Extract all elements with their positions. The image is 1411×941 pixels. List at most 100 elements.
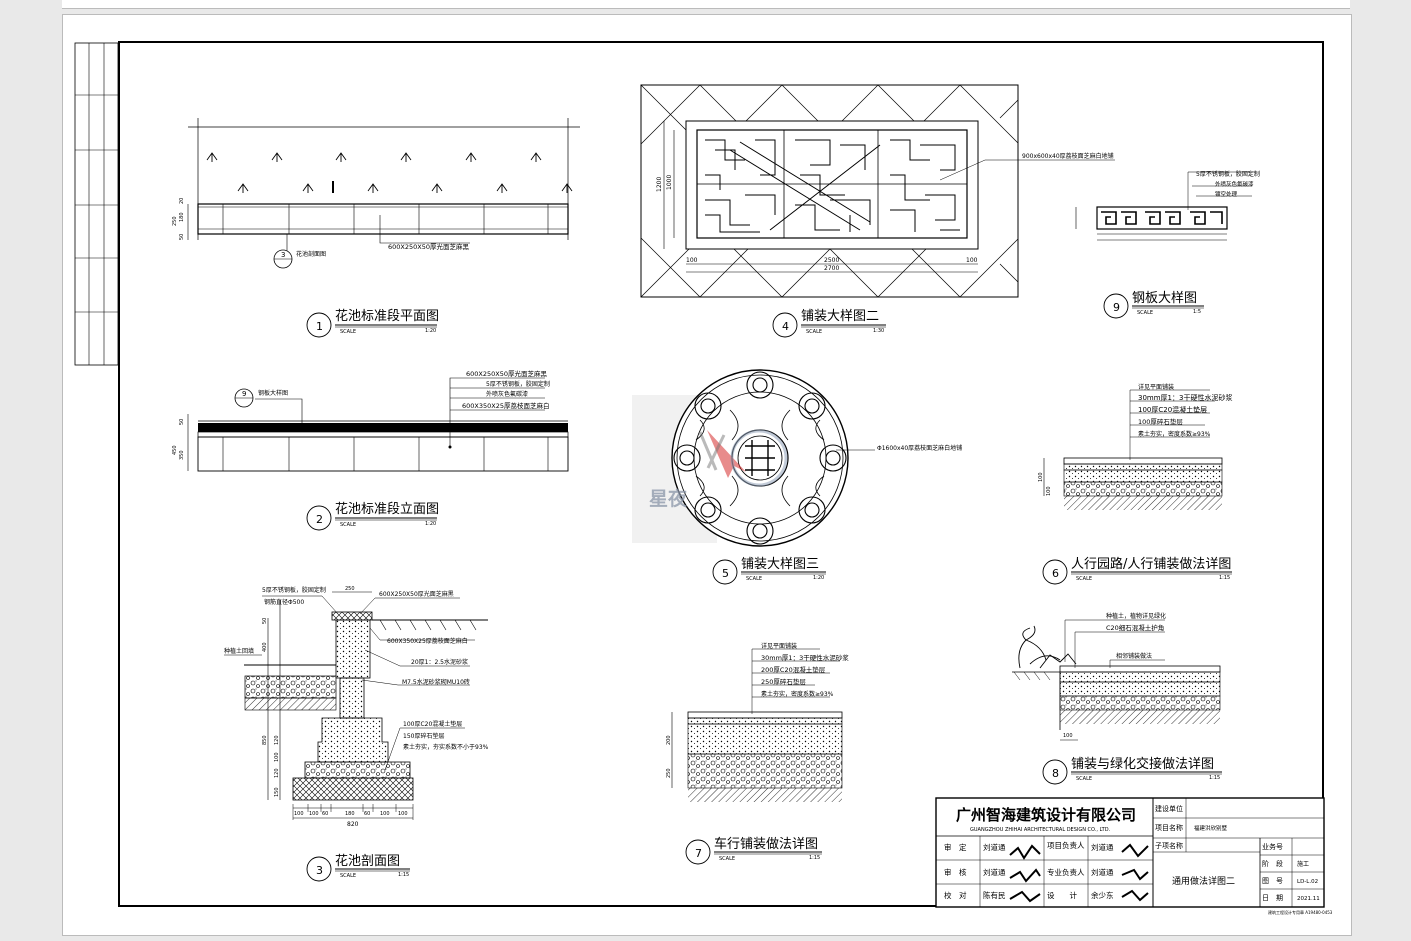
d6-dim-0: 100	[1038, 472, 1044, 482]
d1-dim-0: 250	[172, 216, 178, 226]
d9-callout-1: 外喷灰色氟碳漆	[1215, 180, 1254, 188]
d6-scale-word: SCALE	[1076, 576, 1092, 582]
drawing-5-title: 5 铺装大样图三 SCALE 1:20	[712, 557, 826, 585]
tb-row0-k1: 审 定	[944, 842, 967, 852]
d3-callout-1: 钢筋直径Φ500	[264, 598, 304, 606]
d1-ref: 3	[281, 251, 285, 259]
d3-dim-bottom-3: 180	[345, 811, 355, 817]
d8-dim-0: 100	[1063, 733, 1073, 739]
d9-title: 钢板大样图	[1132, 291, 1197, 306]
d4-scale: 1:30	[873, 328, 884, 334]
d3-dim-bottom-0: 100	[294, 811, 304, 817]
d8-callout-1: C20细石混凝土护角	[1106, 623, 1164, 632]
drawing-2-elevation: 450 350 50 600X250X50厚光面芝麻黑 5厚不锈钢板，胶固定制 …	[172, 369, 569, 472]
d2-callout-2: 外喷灰色氟碳漆	[486, 390, 528, 398]
d3-dim-left-2: 850	[262, 735, 268, 745]
drawing-4-title: 4 铺装大样图二 SCALE 1:30	[772, 309, 886, 338]
d4-title: 铺装大样图二	[801, 309, 879, 324]
tb-sub-label: 子项名称	[1155, 841, 1183, 850]
d3-callout-6: M7.5水泥砂浆砌MU10砖	[402, 678, 470, 686]
company-name-en: GUANGZHOU ZHIHAI ARCHITECTURAL DESIGN CO…	[970, 827, 1111, 833]
signature-marks	[1009, 843, 1149, 903]
d2-title: 花池标准段立面图	[335, 501, 439, 517]
d3-callout-2: 600X250X50厚光面芝麻黑	[379, 590, 454, 598]
d7-title: 车行铺装做法详图	[714, 836, 818, 852]
drawing-9-steel-plate: 5厚不锈钢板，胶固定制 外喷灰色氟碳漆 镀空处理	[1075, 170, 1260, 241]
d3-callout-0: 5厚不锈钢板，胶固定制	[262, 586, 326, 594]
d2-num: 2	[316, 513, 323, 526]
d2-callout-0: 600X250X50厚光面芝麻黑	[466, 369, 547, 378]
d9-scale: 1:5	[1193, 309, 1201, 315]
d3-dim-left-1: 400	[262, 642, 268, 652]
d6-callout-4: 素土夯实，密度系数≥93%	[1138, 430, 1211, 438]
d2-callout-4: 钢板大样图	[258, 389, 288, 397]
company-name: 广州智海建筑设计有限公司	[956, 806, 1136, 824]
tb-build-unit-label: 建设单位	[1155, 804, 1183, 813]
d7-dim-1: 250	[666, 768, 672, 778]
drawing-4-paving: 1200 1000 2500 2700 100 100 900x600x40厚荔…	[640, 84, 1115, 298]
drawing-6-pedestrian: 100 100 详见平面铺装 30mm厚1：3干硬性水泥砂浆 100厚C20混凝…	[1038, 383, 1232, 510]
tb-project-label: 项目名称	[1155, 823, 1183, 832]
drawing-8-title: 8 铺装与绿化交接做法详图 SCALE 1:15	[1042, 756, 1222, 785]
d5-scale-word: SCALE	[746, 576, 762, 582]
drawing-3-section: 50 400 850 120 100 120 150 250 100 100 6…	[224, 586, 489, 828]
d3-dim-bottom-1: 100	[309, 811, 319, 817]
d1-dim-2: 50	[179, 234, 185, 240]
revision-strip	[74, 42, 119, 366]
d3-callout-4: 种植土回填	[224, 647, 254, 655]
drawing-1-title: 1 花池标准段平面图 SCALE 1:20	[306, 308, 439, 338]
d3-scale: 1:15	[398, 872, 409, 878]
d3-dim-left-0: 50	[262, 618, 268, 624]
d3-dim-bottom-5: 100	[380, 811, 390, 817]
d9-scale-word: SCALE	[1137, 310, 1153, 316]
tb-row1-k2: 专业负责人	[1047, 867, 1085, 877]
d8-title: 铺装与绿化交接做法详图	[1071, 756, 1214, 772]
d1-scale: 1:20	[425, 328, 436, 334]
d9-num: 9	[1113, 301, 1120, 314]
d8-scale: 1:15	[1209, 775, 1220, 781]
tb-row2-k2: 设 计	[1047, 890, 1077, 900]
d4-callout-0: 900x600x40厚荔枝面芝麻白地铺	[1022, 152, 1114, 160]
d3-callout-7: 100厚C20混凝土垫层	[403, 720, 462, 728]
d5-callout-0: Φ1600x40厚荔枝面芝麻白地铺	[877, 444, 962, 452]
tb-project-value: 福建洪欣别墅	[1194, 824, 1228, 832]
d4-dim-1: 1000	[666, 175, 673, 190]
d1-title: 花池标准段平面图	[335, 308, 439, 324]
d7-callout-4: 素土夯实，密度系数≥93%	[761, 690, 834, 698]
d3-dim-bottom-6: 100	[398, 811, 408, 817]
drawing-8-junction: 100 种植土，植物详见绿化 C20细石混凝土护角 相邻铺装做法	[1012, 612, 1221, 741]
d7-callout-0: 详见平面铺装	[761, 642, 797, 650]
d2-callout-1: 5厚不锈钢板，胶固定制	[486, 380, 550, 388]
tb-meta1-k: 阶 段	[1262, 859, 1283, 868]
tb-row2-k1: 校 对	[944, 890, 967, 900]
d7-callout-2: 200厚C20混凝土垫层	[761, 665, 826, 674]
d4-dim-4: 100	[686, 257, 698, 264]
d3-dim-bottom-4: 60	[364, 811, 370, 817]
d6-callout-2: 100厚C20混凝土垫层	[1138, 405, 1207, 414]
d9-callout-0: 5厚不锈钢板，胶固定制	[1196, 170, 1260, 178]
d3-dim-top-0: 250	[345, 586, 355, 592]
d3-dim-left-3: 120	[274, 735, 280, 745]
d2-scale: 1:20	[425, 521, 436, 527]
previous-page-edge	[62, 0, 1350, 9]
d7-callout-3: 250厚碎石垫层	[761, 677, 806, 686]
d7-dim-0: 200	[666, 735, 672, 745]
d7-scale: 1:15	[809, 855, 820, 861]
d3-dim-left-4: 100	[274, 752, 280, 762]
drawing-7-vehicle: 200 250 详见平面铺装 30mm厚1：3干硬性水泥砂浆 200厚C20混凝…	[666, 642, 849, 802]
d3-callout-5: 20厚1：2.5水泥砂浆	[411, 658, 468, 666]
d1-dim-1: 180	[179, 212, 185, 222]
d8-scale-word: SCALE	[1076, 776, 1092, 782]
d9-callout-2: 镀空处理	[1215, 190, 1238, 198]
d2-dim-0: 450	[172, 445, 178, 455]
watermark-text: 星夜	[649, 487, 688, 510]
d8-callout-0: 种植土，植物详见绿化	[1106, 612, 1166, 620]
d3-scale-word: SCALE	[340, 873, 356, 879]
drawing-7-title: 7 车行铺装做法详图 SCALE 1:15	[685, 836, 822, 865]
d1-scale-word: SCALE	[340, 329, 356, 335]
d6-callout-3: 100厚碎石垫层	[1138, 417, 1183, 426]
d7-scale-word: SCALE	[719, 856, 735, 862]
d1-num: 1	[316, 320, 323, 333]
d1-callout-1: 600X250X50厚光面芝麻黑	[388, 242, 469, 251]
tb-row1-v1: 刘道通	[983, 867, 1006, 877]
